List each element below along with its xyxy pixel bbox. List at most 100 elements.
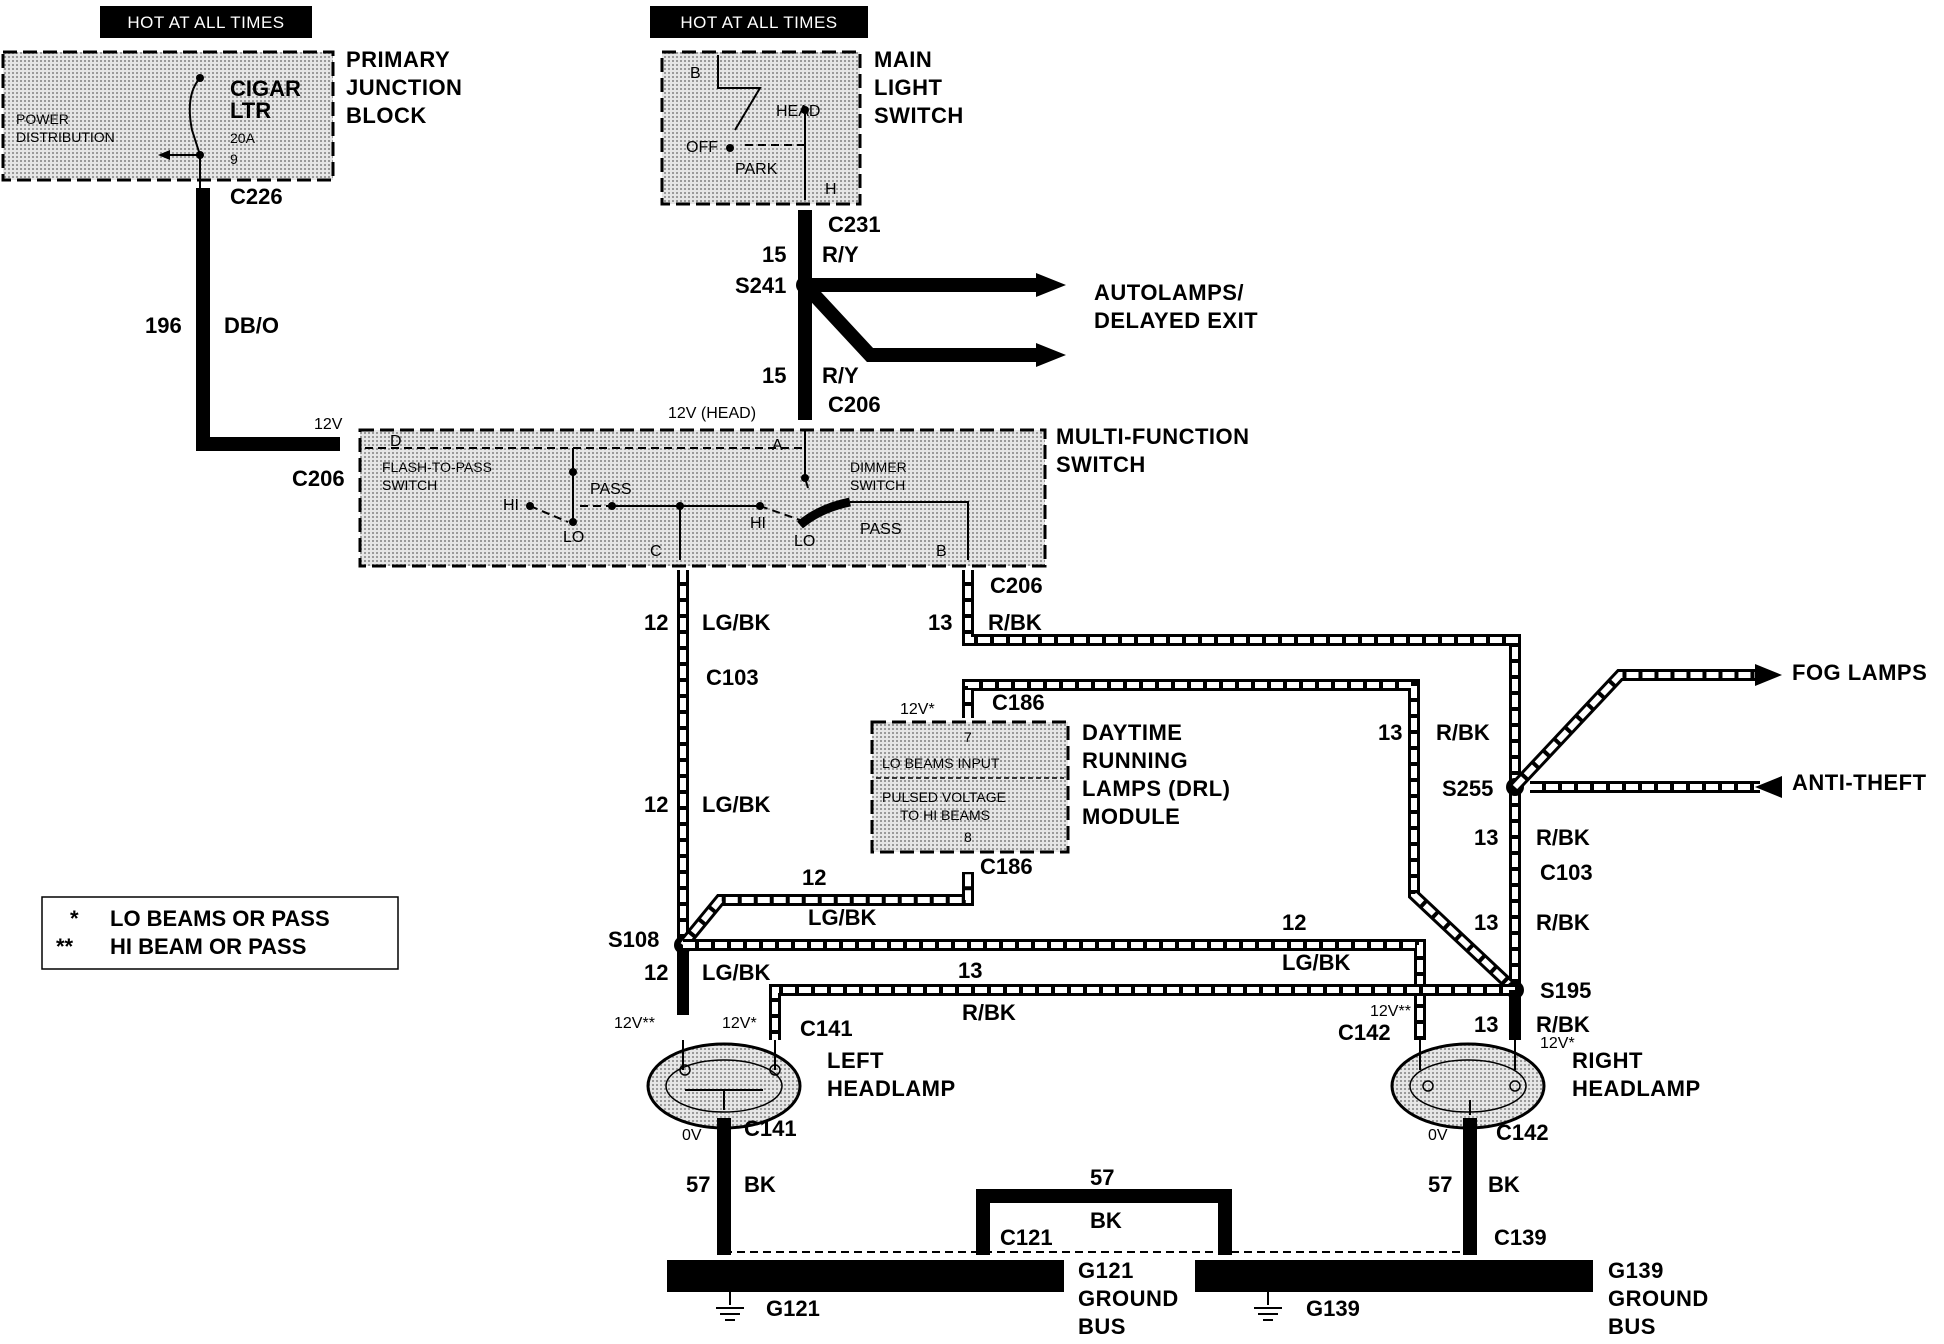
svg-text:GROUND: GROUND (1608, 1286, 1709, 1311)
svg-text:LO: LO (794, 533, 815, 550)
svg-text:9: 9 (230, 151, 238, 167)
svg-text:POWER: POWER (16, 111, 69, 127)
svg-text:BLOCK: BLOCK (346, 103, 427, 128)
main-light-switch: B HEAD OFF PARK H MAIN LIGHT SWITCH (660, 47, 964, 206)
svg-text:SWITCH: SWITCH (1056, 452, 1146, 477)
svg-text:LO BEAMS OR PASS: LO BEAMS OR PASS (110, 906, 330, 931)
svg-text:LG/BK: LG/BK (702, 610, 771, 635)
svg-text:B: B (936, 543, 947, 560)
svg-text:DIMMER: DIMMER (850, 459, 907, 475)
right-headlamp: RIGHT HEADLAMP (1390, 1040, 1701, 1130)
svg-text:BK: BK (744, 1172, 776, 1197)
svg-text:PULSED VOLTAGE: PULSED VOLTAGE (882, 789, 1006, 805)
svg-text:C142: C142 (1496, 1120, 1549, 1145)
svg-text:AUTOLAMPS/: AUTOLAMPS/ (1094, 280, 1244, 305)
svg-text:12V**: 12V** (614, 1015, 655, 1032)
svg-text:A: A (772, 437, 783, 454)
svg-text:R/Y: R/Y (822, 242, 859, 267)
svg-text:PASS: PASS (590, 481, 632, 498)
svg-text:CIGAR: CIGAR (230, 76, 301, 101)
svg-text:HI: HI (750, 515, 766, 532)
svg-text:57: 57 (686, 1172, 710, 1197)
wire-15: C231 15 R/Y S241 AUTOLAMPS/ DELAYED EXIT… (668, 210, 1258, 422)
svg-text:RUNNING: RUNNING (1082, 748, 1188, 773)
svg-text:LG/BK: LG/BK (702, 960, 771, 985)
svg-text:*: * (70, 906, 79, 931)
svg-text:LO BEAMS INPUT: LO BEAMS INPUT (882, 755, 1000, 771)
svg-text:12V*: 12V* (1540, 1035, 1575, 1052)
svg-text:R/BK: R/BK (1536, 1012, 1590, 1037)
svg-text:57: 57 (1090, 1165, 1114, 1190)
svg-text:BUS: BUS (1608, 1314, 1656, 1339)
svg-text:12V*: 12V* (900, 701, 935, 718)
svg-text:HOT AT ALL TIMES: HOT AT ALL TIMES (680, 13, 837, 32)
svg-text:OFF: OFF (686, 139, 718, 156)
svg-text:C139: C139 (1494, 1225, 1547, 1250)
wire-12-trunk: 12 LG/BK C103 12 LG/BK S108 12 LG/BK 12V… (608, 570, 771, 1032)
hot-label-left: HOT AT ALL TIMES (100, 6, 312, 38)
svg-text:S108: S108 (608, 927, 659, 952)
svg-text:HI BEAM OR PASS: HI BEAM OR PASS (110, 934, 306, 959)
svg-text:LIGHT: LIGHT (874, 75, 943, 100)
svg-text:LG/BK: LG/BK (1282, 950, 1351, 975)
hot-label-right: HOT AT ALL TIMES (650, 6, 868, 38)
svg-text:C186: C186 (980, 854, 1033, 879)
svg-text:12V*: 12V* (722, 1015, 757, 1032)
svg-text:GROUND: GROUND (1078, 1286, 1179, 1311)
legend-box: * LO BEAMS OR PASS ** HI BEAM OR PASS (41, 896, 399, 970)
svg-text:C141: C141 (800, 1016, 853, 1041)
svg-text:R/BK: R/BK (988, 610, 1042, 635)
svg-text:HEADLAMP: HEADLAMP (1572, 1076, 1701, 1101)
svg-text:12V (HEAD): 12V (HEAD) (668, 405, 756, 422)
svg-text:12: 12 (1282, 910, 1306, 935)
svg-text:C142: C142 (1338, 1020, 1391, 1045)
svg-text:B: B (690, 65, 701, 82)
svg-text:7: 7 (964, 729, 972, 745)
svg-text:C: C (650, 543, 662, 560)
primary-junction-block: POWER DISTRIBUTION CIGAR LTR 20A 9 PRIMA… (1, 47, 462, 209)
svg-text:R/BK: R/BK (1536, 910, 1590, 935)
svg-text:12: 12 (644, 960, 668, 985)
svg-text:HEADLAMP: HEADLAMP (827, 1076, 956, 1101)
svg-text:15: 15 (762, 363, 786, 388)
svg-text:LO: LO (563, 529, 584, 546)
svg-text:PRIMARY: PRIMARY (346, 47, 450, 72)
svg-text:LAMPS (DRL): LAMPS (DRL) (1082, 776, 1230, 801)
svg-text:C103: C103 (1540, 860, 1593, 885)
svg-text:C206: C206 (990, 573, 1043, 598)
svg-text:13: 13 (1474, 910, 1498, 935)
svg-text:12: 12 (644, 610, 668, 635)
svg-text:G139: G139 (1306, 1296, 1360, 1321)
svg-text:TO HI BEAMS: TO HI BEAMS (900, 807, 990, 823)
svg-text:S255: S255 (1442, 776, 1493, 801)
svg-text:0V: 0V (1428, 1127, 1448, 1144)
svg-text:C121: C121 (1000, 1225, 1053, 1250)
svg-text:HI: HI (503, 497, 519, 514)
ground-wires: 0V C141 57 BK 0V C142 57 BK 57 BK C121 C… (682, 1116, 1549, 1255)
svg-text:13: 13 (1474, 1012, 1498, 1037)
svg-text:DB/O: DB/O (224, 313, 279, 338)
svg-text:SWITCH: SWITCH (850, 477, 905, 493)
svg-text:13: 13 (1378, 720, 1402, 745)
ground-bus-g139: G139 G139 GROUND BUS (1195, 1258, 1709, 1339)
wire-12-right: LG/BK 12 LG/BK 12V** C142 (683, 905, 1426, 1045)
svg-text:S195: S195 (1540, 978, 1591, 1003)
svg-text:PASS: PASS (860, 521, 902, 538)
svg-text:**: ** (56, 934, 74, 959)
svg-text:C226: C226 (230, 184, 283, 209)
svg-text:196: 196 (145, 313, 182, 338)
svg-text:LG/BK: LG/BK (808, 905, 877, 930)
svg-text:G139: G139 (1608, 1258, 1664, 1283)
svg-text:15: 15 (762, 242, 786, 267)
svg-text:57: 57 (1428, 1172, 1452, 1197)
svg-text:SWITCH: SWITCH (874, 103, 964, 128)
svg-text:RIGHT: RIGHT (1572, 1048, 1643, 1073)
svg-text:13: 13 (928, 610, 952, 635)
svg-text:R/BK: R/BK (1436, 720, 1490, 745)
svg-text:BUS: BUS (1078, 1314, 1126, 1339)
svg-text:HEAD: HEAD (776, 103, 820, 120)
svg-text:C186: C186 (992, 690, 1045, 715)
svg-text:R/BK: R/BK (962, 1000, 1016, 1025)
multi-function-switch: D A FLASH-TO-PASS SWITCH HI LO PASS HI L… (358, 424, 1249, 568)
